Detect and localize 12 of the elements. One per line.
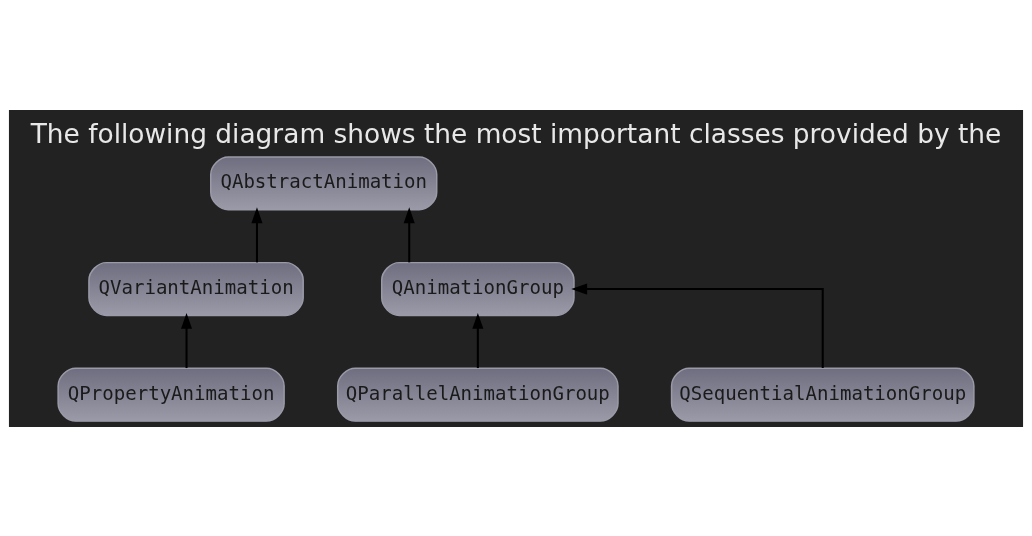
diagram-title: The following diagram shows the most important classes provided by the bbox=[30, 117, 1002, 149]
node-box: QAnimationGroup bbox=[381, 261, 575, 316]
arrow bbox=[571, 283, 824, 368]
node-box: QAbstractAnimation bbox=[210, 155, 438, 211]
arrow bbox=[251, 206, 263, 262]
node-box: QVariantAnimation bbox=[88, 261, 304, 316]
node-box: QPropertyAnimation bbox=[57, 367, 285, 422]
node-box: QParallelAnimationGroup bbox=[336, 367, 619, 422]
arrow bbox=[180, 312, 193, 368]
arrow bbox=[403, 206, 415, 262]
node-box: QSequentialAnimationGroup bbox=[670, 367, 975, 422]
arrow bbox=[472, 312, 484, 368]
